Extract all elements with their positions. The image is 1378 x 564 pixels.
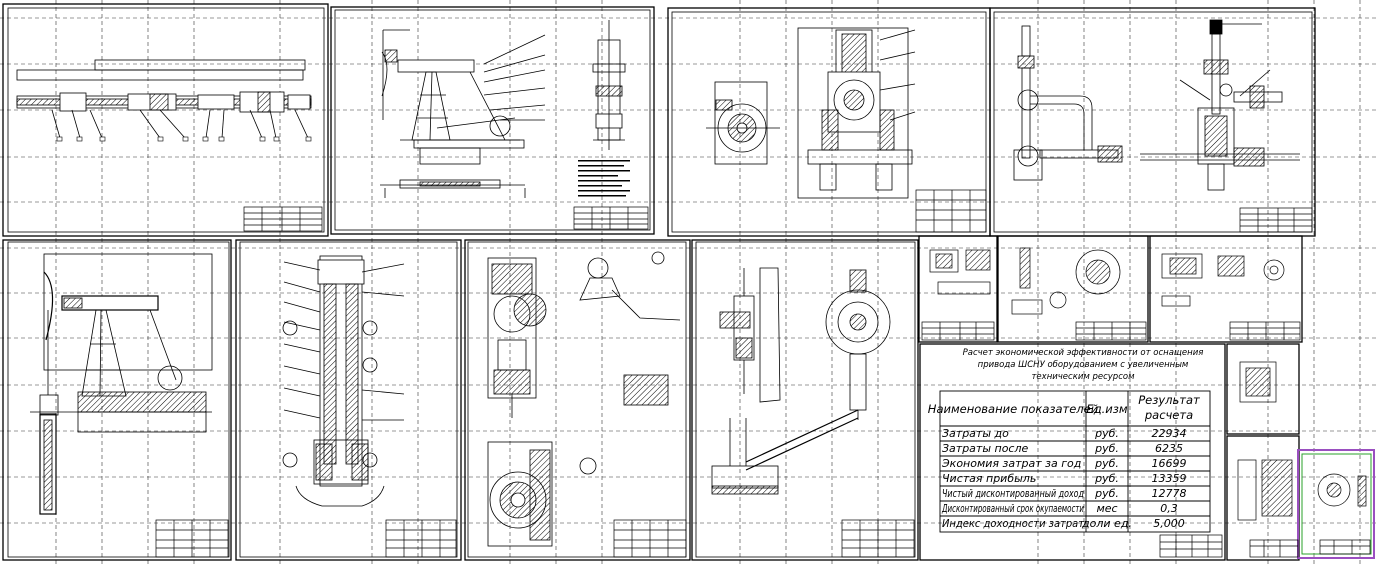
row-name: Затраты до — [942, 427, 1009, 440]
sheet-2-pumpjack — [380, 20, 630, 198]
small-detail-sheets — [929, 247, 1367, 521]
calc-table — [939, 390, 1211, 533]
sheet-8-crank — [711, 267, 891, 495]
row-unit: руб. — [1094, 472, 1119, 485]
calc-title-line-3: техническим ресурсом — [1031, 372, 1135, 382]
sheet-6-pump-assembly — [282, 255, 405, 507]
row-name: Затраты после — [942, 442, 1029, 455]
row-value: 12778 — [1152, 487, 1187, 500]
row-value: 13359 — [1152, 472, 1187, 485]
header-indicator-name: Наименование показателей — [928, 402, 1099, 416]
row-value: 6235 — [1155, 442, 1183, 455]
row-value: 0,3 — [1160, 502, 1178, 515]
sheet-5-pumpjack-side — [30, 253, 213, 515]
sheet-4-wellhead — [1013, 19, 1300, 191]
header-unit: Ед.изм — [1086, 402, 1127, 416]
calc-title-line-1: Расчет экономической эффективности от ос… — [963, 348, 1204, 358]
sheet-frames — [2, 3, 1375, 561]
row-name: Чистый дисконтированный доход — [942, 487, 1084, 500]
row-unit: доли ед. — [1081, 517, 1132, 530]
row-value: 16699 — [1152, 457, 1187, 470]
row-name: Индекс доходности затрат — [942, 517, 1085, 530]
header-result-line-2: расчета — [1144, 408, 1193, 422]
row-unit: руб. — [1094, 442, 1119, 455]
row-name: Дисконтированный срок окупаемости — [941, 502, 1084, 515]
title-blocks — [155, 189, 1371, 558]
row-unit: мес — [1096, 502, 1117, 515]
row-value: 5,000 — [1153, 517, 1185, 530]
economic-calculation-panel: Расчет экономической эффективности от ос… — [928, 348, 1211, 533]
row-name: Чистая прибыль — [942, 472, 1036, 485]
header-result-line-1: Результат — [1138, 393, 1200, 407]
row-value: 22934 — [1152, 427, 1187, 440]
sheet-7-reducer — [487, 251, 681, 547]
calc-title-line-2: привода ШСНУ оборудованием с увеличенным — [978, 360, 1189, 370]
sheet-1-rod-string — [16, 59, 312, 142]
row-unit: руб. — [1094, 427, 1119, 440]
row-name: Экономия затрат за год — [941, 457, 1081, 470]
sheet-3-gearbox — [706, 27, 916, 199]
row-unit: руб. — [1094, 487, 1119, 500]
row-unit: руб. — [1094, 457, 1119, 470]
